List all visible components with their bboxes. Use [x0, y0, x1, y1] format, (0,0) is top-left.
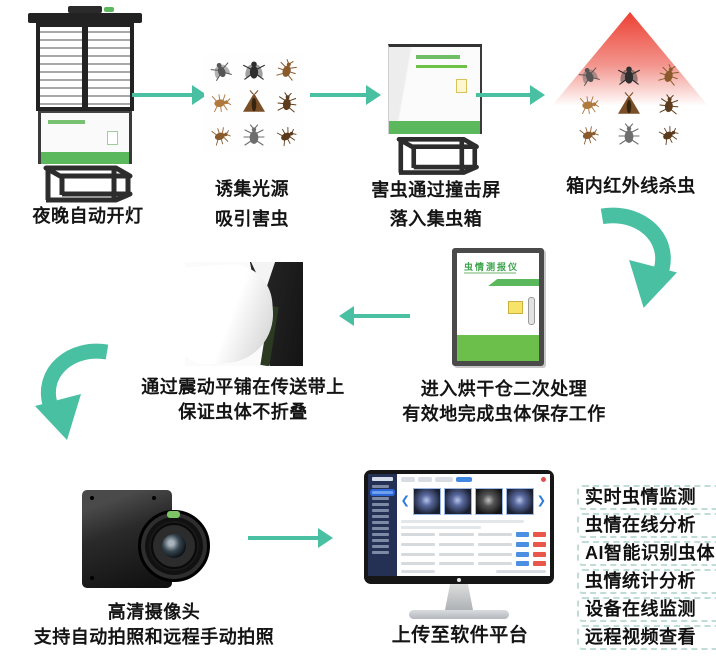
bug-insect-icon: [271, 54, 304, 87]
caption-impact-screen: 害虫通过撞击屏 落入集虫箱: [371, 180, 501, 229]
bug-insect-icon: [569, 90, 609, 120]
lamp-roof: [28, 13, 142, 23]
collection-box-illustration: [386, 44, 484, 178]
feature-item: 虫情统计分析: [577, 569, 716, 594]
software-platform-monitor: ❮ ❯: [364, 470, 554, 619]
fly-insect-icon: [237, 54, 270, 87]
software-screen: ❮ ❯: [368, 474, 550, 576]
platform-feature-list: 实时虫情监测 虫情在线分析 AI智能识别虫体 虫情统计分析 设备在线监测 远程视…: [577, 485, 716, 650]
lamp-louvers: [36, 23, 134, 111]
screen-sidebar: [368, 474, 397, 576]
feature-item: 设备在线监测: [577, 597, 716, 622]
curved-arrow-down-icon: [33, 338, 133, 450]
caption-infrared-kill: 箱内红外线杀虫: [566, 176, 696, 196]
bug-insect-icon: [271, 87, 304, 120]
caption-drying-chamber: 进入烘干仓二次处理 有效地完成虫体保存工作: [402, 379, 606, 424]
bug-insect-icon: [204, 87, 237, 120]
chevron-right-icon: ❯: [536, 495, 546, 507]
curved-arrow-down-icon: [575, 206, 679, 314]
bug-insect-icon: [609, 120, 649, 150]
box-stand: [396, 136, 479, 175]
arrow-left-icon: [339, 306, 410, 326]
conveyor-belt-illustration: [185, 262, 303, 366]
moth-insect-icon: [609, 90, 649, 120]
feature-item: 虫情在线分析: [577, 513, 716, 538]
arrow-right-icon: [476, 85, 545, 105]
fly-insect-icon: [569, 60, 609, 90]
monitor-neck: [445, 584, 473, 610]
screen-content: ❮ ❯: [397, 474, 550, 576]
bug-insect-icon: [204, 119, 237, 152]
bug-insect-icon: [649, 60, 689, 90]
feature-item: 实时虫情监测: [577, 485, 716, 510]
monitor-base: [409, 610, 509, 619]
arrow-right-icon: [132, 85, 207, 105]
caption-night-light: 夜晚自动开灯: [32, 206, 144, 226]
camera-lens: [138, 510, 210, 582]
fly-insect-icon: [609, 60, 649, 90]
hd-camera-illustration: [82, 482, 222, 596]
drying-cabinet-illustration: 虫情测报仪: [452, 248, 544, 366]
bug-insect-icon: [649, 90, 689, 120]
lamp-stand: [43, 165, 133, 203]
feature-item: 远程视频查看: [577, 625, 716, 650]
monitor-bezel: ❮ ❯: [364, 470, 554, 584]
lamp-cabinet: [38, 111, 132, 164]
device-name-label: 虫情测报仪: [464, 262, 520, 272]
door-handle: [528, 297, 535, 325]
feature-item: AI智能识别虫体: [577, 541, 716, 566]
moth-insect-icon: [237, 87, 270, 120]
bug-insect-icon: [271, 119, 304, 152]
killed-insects-illustration: [569, 60, 689, 150]
caption-platform: 上传至软件平台: [391, 625, 529, 646]
insect-photo-thumbnails: ❮ ❯: [401, 485, 546, 517]
bug-insect-icon: [649, 120, 689, 150]
caption-lure-light: 诱集光源 吸引害虫: [215, 179, 289, 229]
arrow-right-icon: [248, 528, 333, 548]
chevron-left-icon: ❮: [400, 495, 410, 507]
bug-insect-icon: [237, 119, 270, 152]
caption-camera: 高清摄像头 支持自动拍照和远程手动拍照: [33, 602, 275, 647]
lamp-top-cap: [68, 6, 114, 13]
bug-insect-icon: [569, 120, 609, 150]
trap-lamp-illustration: [28, 6, 142, 204]
arrow-right-icon: [310, 85, 381, 105]
warning-sticker: [508, 301, 523, 314]
fly-insect-icon: [204, 54, 237, 87]
attracted-insects-illustration: [204, 54, 304, 152]
caption-conveyor: 通过震动平铺在传送带上 保证虫体不折叠: [141, 377, 345, 422]
